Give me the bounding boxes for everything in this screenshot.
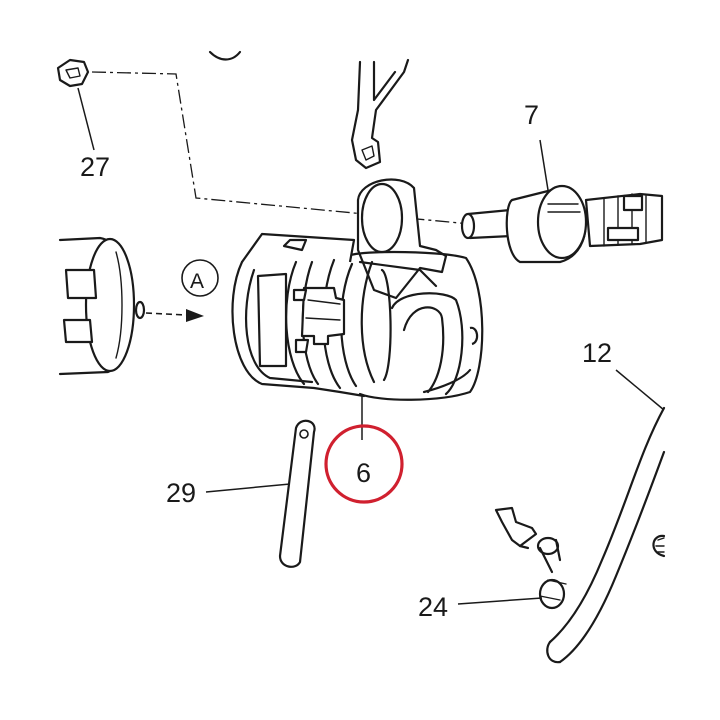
view-arrow (145, 259, 219, 322)
callout-6: 6 (356, 458, 371, 488)
part-29-pin (205, 419, 316, 568)
callout-27: 27 (80, 152, 110, 182)
callout-24: 24 (418, 592, 448, 622)
highlight-ring (324, 424, 404, 504)
top-clip-part (208, 50, 242, 61)
right-edge-part (652, 534, 666, 558)
part-12-hose (546, 369, 666, 664)
callout-12: 12 (582, 338, 612, 368)
lever-part (350, 58, 410, 170)
part-24-clip (457, 506, 567, 610)
part-6-holder (231, 178, 484, 440)
part-7-switch (460, 139, 664, 264)
part-27-screw (56, 58, 95, 151)
callout-7: 7 (524, 100, 539, 130)
callout-a: A (190, 270, 204, 293)
motor-housing (58, 236, 146, 376)
callout-29: 29 (166, 478, 196, 508)
